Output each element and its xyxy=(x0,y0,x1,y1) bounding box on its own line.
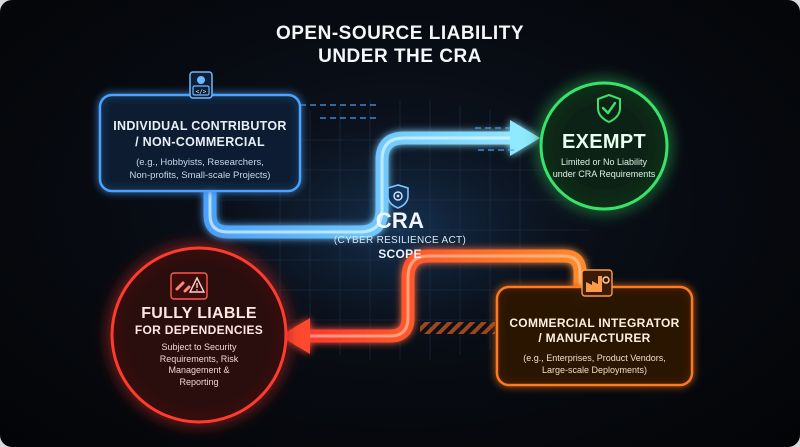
cra-subtitle: (CYBER RESILIENCE ACT) xyxy=(333,235,467,246)
hazard-stripes xyxy=(420,322,495,334)
liable-desc-line4: Reporting xyxy=(179,376,219,387)
arrowhead-exempt xyxy=(510,120,540,156)
broken-link-warning-icon xyxy=(170,272,208,300)
exempt-circle xyxy=(539,81,669,211)
liable-circle xyxy=(110,246,288,424)
commercial-text: COMMERCIAL INTEGRATOR / MANUFACTURER (e.… xyxy=(497,316,692,376)
contributor-desc-line2: Non-profits, Small-scale Projects) xyxy=(129,170,271,181)
flow-to-exempt xyxy=(203,120,540,239)
contributor-title-line1: INDIVIDUAL CONTRIBUTOR xyxy=(113,119,287,133)
speed-lines xyxy=(300,104,515,151)
commercial-desc-line1: (e.g., Enterprises, Product Vendors, xyxy=(523,353,666,363)
shield-check-icon xyxy=(597,93,621,124)
contributor-title-line2: / NON-COMMERCIAL xyxy=(135,135,265,149)
diagram-title-line2: UNDER THE CRA xyxy=(318,46,482,67)
exempt-title: EXEMPT xyxy=(561,131,647,153)
liable-desc-line3: Management & xyxy=(168,365,230,375)
diagram-title-line1: OPEN-SOURCE LIABILITY xyxy=(275,23,524,44)
liable-text: FULLY LIABLE FOR DEPENDENCIES Subject to… xyxy=(117,305,281,388)
svg-text:</>: </> xyxy=(196,89,207,96)
liable-desc-line2: Requirements, Risk xyxy=(159,353,239,364)
exempt-desc-line2: under CRA Requirements xyxy=(552,169,656,179)
cra-title: CRA xyxy=(375,208,425,233)
cra-scope: SCOPE xyxy=(378,247,422,261)
cra-text: CRA (CYBER RESILIENCE ACT) SCOPE xyxy=(330,208,470,262)
shield-gear-icon xyxy=(387,184,409,209)
exempt-text: EXEMPT Limited or No Liability under CRA… xyxy=(544,130,664,180)
flow-to-liable xyxy=(280,249,587,354)
contributor-desc-line1: (e.g., Hobbyists, Researchers, xyxy=(136,157,264,168)
commercial-title-line2: / MANUFACTURER xyxy=(538,331,651,345)
liable-desc-line1: Subject to Security xyxy=(161,342,237,352)
exempt-desc-line1: Limited or No Liability xyxy=(560,157,648,167)
factory-gear-icon xyxy=(581,269,613,297)
commercial-desc-line2: Large-scale Deployments) xyxy=(541,365,648,375)
contributor-text: INDIVIDUAL CONTRIBUTOR / NON-COMMERCIAL … xyxy=(100,118,300,182)
arrowhead-liable xyxy=(280,318,310,354)
commercial-title-line1: COMMERCIAL INTEGRATOR xyxy=(509,316,680,330)
liable-title-line1: FULLY LIABLE xyxy=(141,305,257,322)
liable-title-line2: FOR DEPENDENCIES xyxy=(134,323,264,337)
developer-icon: </> xyxy=(189,71,213,99)
